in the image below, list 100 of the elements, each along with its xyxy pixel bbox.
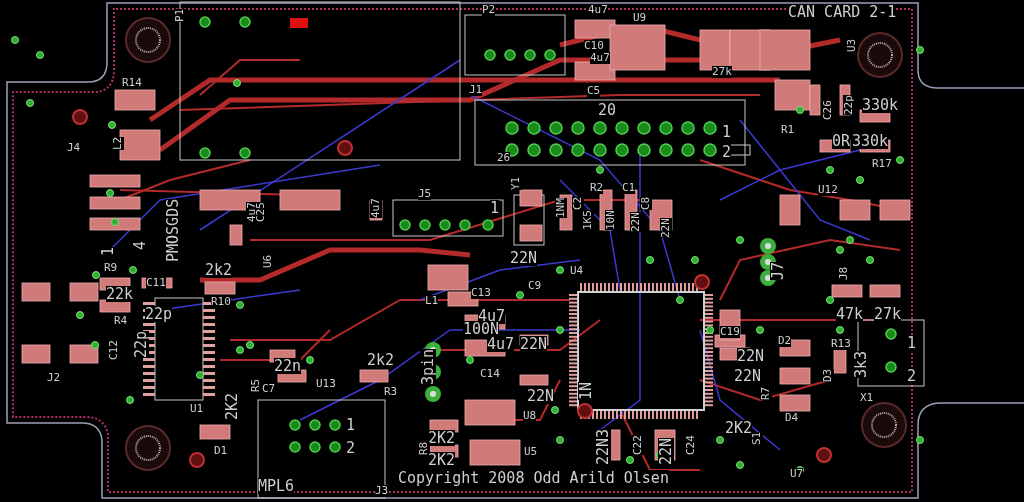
silkscreen-label: 100N <box>463 321 500 337</box>
silkscreen-label: 1NM <box>555 198 567 218</box>
silkscreen-label: C8 <box>640 196 652 210</box>
silkscreen-label: C10 <box>584 40 604 52</box>
silkscreen-label: R5 <box>250 378 262 392</box>
silkscreen-label: 1K5 <box>582 210 594 230</box>
silkscreen-label: 22N <box>660 218 672 238</box>
silkscreen-label: 22N <box>737 348 765 364</box>
silkscreen-label: D3 <box>822 368 834 382</box>
silkscreen-label: U5 <box>524 446 538 458</box>
silkscreen-label: 2K2 <box>428 452 456 468</box>
silkscreen-label: 4u7 <box>487 336 515 352</box>
silkscreen-label: C5 <box>587 85 601 97</box>
silkscreen-label: J4 <box>67 142 81 154</box>
silkscreen-label: 1 <box>490 200 500 216</box>
silkscreen-label: R9 <box>104 262 118 274</box>
silkscreen-label: 2K2 <box>428 430 456 446</box>
silkscreen-label: C22 <box>632 435 644 455</box>
silkscreen-label: C1 <box>622 182 636 194</box>
silkscreen-label: 2k2 <box>205 262 233 278</box>
silkscreen-label: R2 <box>590 182 604 194</box>
silkscreen-label: 4u7 <box>590 52 610 64</box>
silkscreen-label: L1 <box>425 295 439 307</box>
silkscreen-label: 22N3 <box>595 428 611 465</box>
silkscreen-label: 2K2 <box>725 420 753 436</box>
silkscreen-label: 22k <box>106 286 134 302</box>
silkscreen-label: 22p <box>843 95 855 115</box>
silkscreen-label: C11 <box>146 277 166 289</box>
silkscreen-label: 1 <box>722 124 732 140</box>
silkscreen-label: 22N <box>630 212 642 232</box>
silkscreen-label: C2 <box>572 196 584 210</box>
silkscreen-label: R3 <box>384 386 398 398</box>
silkscreen-label: U1 <box>190 403 204 415</box>
silkscreen-label: C12 <box>108 340 120 360</box>
silkscreen-text: CAN CARD 2-1 <box>788 4 897 20</box>
silkscreen-label: 2K2 <box>224 392 240 420</box>
silkscreen-label: C9 <box>528 280 542 292</box>
silkscreen-label: C14 <box>480 368 500 380</box>
silkscreen-label: C26 <box>822 100 834 120</box>
silkscreen-label: 330k <box>862 97 899 113</box>
silkscreen-label: R17 <box>872 158 892 170</box>
silkscreen-label: 20 <box>598 102 617 118</box>
silkscreen-label: R7 <box>760 386 772 400</box>
silkscreen-label: U12 <box>818 184 838 196</box>
silkscreen-label: 1 <box>100 246 116 256</box>
silkscreen-label: J7 <box>770 261 786 280</box>
silkscreen-label: D4 <box>785 412 799 424</box>
silkscreen-label: 0R <box>832 133 851 149</box>
silkscreen-label: R13 <box>831 338 851 350</box>
silkscreen-label: P2 <box>482 4 496 16</box>
silkscreen-label: 1N <box>578 381 594 400</box>
silkscreen-label: U7 <box>790 468 804 480</box>
silkscreen-label: 1 <box>907 335 917 351</box>
silkscreen-label: R1 <box>781 124 795 136</box>
silkscreen-label: 2 <box>346 440 356 456</box>
silkscreen-label: MPL6 <box>258 478 295 494</box>
silkscreen-label: 27k <box>874 306 902 322</box>
silkscreen-label: 10N <box>605 210 617 230</box>
silkscreen-label: C24 <box>685 435 697 455</box>
silkscreen-label: J8 <box>838 266 850 280</box>
silkscreen-label: X1 <box>860 392 874 404</box>
silkscreen-text: Copyright 2008 Odd Arild Olsen <box>398 470 669 486</box>
silkscreen-label: 22N <box>520 336 548 352</box>
silkscreen-label: J3 <box>375 485 389 497</box>
silkscreen-text: PMOSGDS <box>165 198 181 262</box>
silkscreen-label: D1 <box>214 445 228 457</box>
silkscreen-label: Y1 <box>510 176 522 190</box>
silkscreen-label: 4u7 <box>370 198 382 218</box>
silkscreen-label: 27k <box>712 66 732 78</box>
silkscreen-label: C25 <box>255 202 267 222</box>
silkscreen-label: 2 <box>722 144 732 160</box>
silkscreen-label: R4 <box>114 315 128 327</box>
silkscreen-label: 22N <box>510 250 538 266</box>
silkscreen-label: 4u7 <box>478 308 506 324</box>
silkscreen-label: J5 <box>418 188 432 200</box>
silkscreen-label: 22n <box>274 358 302 374</box>
silkscreen-label: 330k <box>852 133 889 149</box>
silkscreen-label: 22p <box>133 330 149 358</box>
silkscreen-label: 2 <box>907 368 917 384</box>
silkscreen-label: U9 <box>633 12 647 24</box>
silkscreen-label: C13 <box>471 287 491 299</box>
silkscreen-label: 26 <box>497 152 511 164</box>
silkscreen-label: U13 <box>316 378 336 390</box>
silkscreen-label: R14 <box>122 77 142 89</box>
silkscreen-label: 2k2 <box>367 352 395 368</box>
silkscreen-label: C7 <box>262 383 276 395</box>
silkscreen-label: 3pin <box>420 348 436 385</box>
silkscreen-label: 22N <box>734 368 762 384</box>
silkscreen-label: U4 <box>570 265 584 277</box>
silkscreen-label: J2 <box>47 372 61 384</box>
silkscreen-label: 22N <box>658 437 674 465</box>
silkscreen-label: 3k3 <box>853 350 869 378</box>
silkscreen-label: L2 <box>112 136 124 150</box>
silkscreen-label: S1 <box>751 431 763 445</box>
silkscreen-label: 4u7 <box>588 4 608 16</box>
silkscreen-label: 22N <box>527 388 555 404</box>
silkscreen-label: C19 <box>720 326 740 338</box>
silkscreen-label: 1 <box>346 417 356 433</box>
silkscreen-label: 47k <box>836 306 864 322</box>
silkscreen-label: R8 <box>418 441 430 455</box>
